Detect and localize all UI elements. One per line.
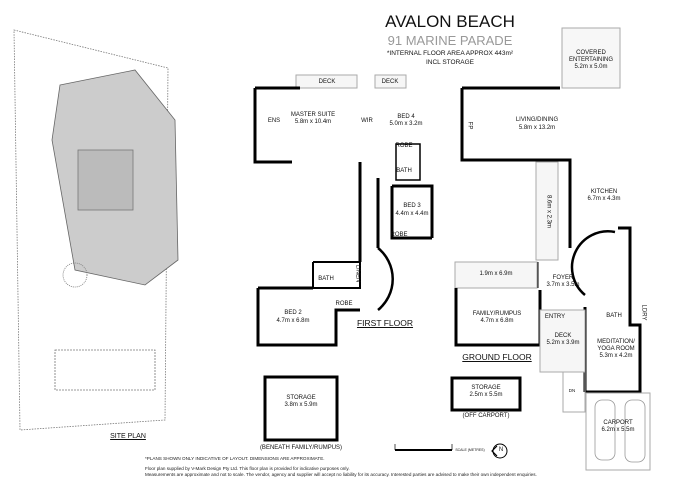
room-label-living: LIVING/DINING <box>515 117 559 123</box>
room-dim-bed2: 4.7m x 6.8m <box>276 318 310 324</box>
room-dim-foyer: 3.7m x 3.5m <box>546 282 580 288</box>
room-dim-carport: 6.2m x 5.5m <box>601 427 635 433</box>
room-label-covered: COVERED <box>576 50 606 56</box>
room-label-foyer: FOYER <box>552 275 574 281</box>
room-dim-hall: 8.6m x 2.3m <box>545 194 552 229</box>
first-floor-heading: FIRST FLOOR <box>356 318 414 328</box>
room-label-bed2: BED 2 <box>284 310 302 316</box>
room-label-linen: LINEN <box>354 264 361 283</box>
room-label-laundry: LDRY <box>640 304 647 321</box>
property-title: AVALON BEACH <box>385 12 515 31</box>
scale-bar <box>394 444 453 451</box>
room-dim-bed4: 5.0m x 3.2m <box>389 121 423 127</box>
disclaimer-line-3: Measurements are approximate and not to … <box>145 472 537 477</box>
deck-label: DECK <box>381 79 399 85</box>
room-label-bath: BATH <box>606 313 622 319</box>
entry-label: ENTRY <box>544 314 566 320</box>
room-label-ens: ENS <box>267 118 281 124</box>
site-plan-drawing <box>13 29 179 431</box>
storage-note: (OFF CARPORT) <box>462 413 510 419</box>
stairs-down-label: DN <box>568 388 576 393</box>
area-note-storage: INCL STORAGE <box>425 59 475 66</box>
room-label-meditation: MEDITATION/ <box>597 339 635 345</box>
storage-label: STORAGE <box>471 385 501 391</box>
fireplace-label: FP <box>466 121 473 130</box>
room-label-wir: WIR <box>361 118 373 124</box>
area-note: *INTERNAL FLOOR AREA APPROX 443m² <box>386 50 514 57</box>
storage-dim: 3.8m x 5.9m <box>284 402 318 408</box>
storage-1-outline <box>263 375 339 442</box>
room-label-robe: ROBE <box>390 232 408 238</box>
storage-2-outline <box>450 376 522 412</box>
room-dim-balcony: 1.9m x 6.9m <box>479 271 513 277</box>
deck-label: DECK <box>318 79 336 85</box>
room-label-bed4: BED 4 <box>397 114 415 120</box>
room-dim-covered: 5.2m x 5.0m <box>574 64 608 70</box>
room-label-robe: ROBE <box>335 301 353 307</box>
room-label-master: MASTER SUITE <box>290 112 336 118</box>
room-label-robe: ROBE <box>395 143 413 149</box>
disclaimer-line-2: Floor plan supplied by V-Mark Design Pty… <box>145 466 350 471</box>
room-label-bath: BATH <box>396 168 412 174</box>
storage-label: STORAGE <box>286 395 316 401</box>
room-label-kitchen: KITCHEN <box>590 189 618 195</box>
storage-dim: 2.5m x 5.5m <box>469 392 503 398</box>
north-arrow-icon <box>491 443 508 459</box>
first-floor-walls <box>253 74 434 347</box>
covered-entertaining-outline <box>561 27 621 89</box>
room-label-family: FAMILY/RUMPUS <box>472 311 522 317</box>
room-dim-master: 5.8m x 10.4m <box>294 119 332 125</box>
disclaimer-line-1: *PLANS SHOWN ONLY INDICATIVE OF LAYOUT. … <box>145 456 325 461</box>
storage-note: (BENEATH FAMILY/RUMPUS) <box>259 445 343 451</box>
room-dim-kitchen: 6.7m x 4.3m <box>587 196 621 202</box>
ground-floor-heading: GROUND FLOOR <box>462 352 532 362</box>
room-label-carport: CARPORT <box>603 420 633 426</box>
site-plan-label: SITE PLAN <box>110 433 146 440</box>
room-label-bed3: BED 3 <box>403 203 421 209</box>
north-label: N <box>498 447 504 453</box>
room-label-yoga: YOGA ROOM <box>597 346 635 352</box>
room-label-entertaining: ENTERTAINING <box>568 57 614 63</box>
room-label-bath: BATH <box>318 276 334 282</box>
scale-label: SCALE (METRES) <box>455 448 485 452</box>
room-dim-family: 4.7m x 6.8m <box>480 318 514 324</box>
room-dim-meditation: 5.3m x 4.2m <box>599 353 633 359</box>
room-label-deck: DECK <box>554 333 572 339</box>
property-address: 91 MARINE PARADE <box>387 33 513 48</box>
room-dim-living: 5.8m x 13.2m <box>518 125 556 131</box>
room-dim-bed3: 4.4m x 4.4m <box>395 211 429 217</box>
room-dim-deck: 5.2m x 3.9m <box>546 340 580 346</box>
ground-floor-walls <box>454 86 651 471</box>
